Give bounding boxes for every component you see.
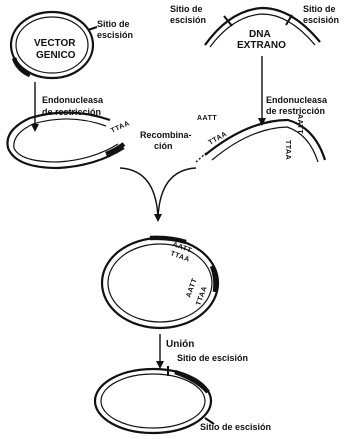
foreign-dna: DNA EXTRANO Sitio de escisión Sitio de e… [170, 4, 339, 51]
vector-cut-site-mark [88, 27, 97, 30]
enzyme-left-line1: Endonucleasa [42, 95, 104, 105]
cut-vector: TTAA [7, 112, 131, 168]
recombination-arrow [120, 168, 196, 222]
vector-cut-site-label-line2: escisión [97, 30, 133, 40]
final-cut-site-bottom-label: Sitio de escisión [200, 422, 271, 432]
recombinant-thick-top [150, 238, 186, 242]
cut-vector-end-label: TTAA [110, 120, 131, 135]
foreign-cut-right-label-line1: Sitio de [303, 4, 336, 14]
final-cut-site-top-label: Sitio de escisión [177, 353, 248, 363]
recombination-label-line2: ción [154, 141, 173, 151]
foreign-dna-label-line1: DNA [249, 29, 271, 40]
recombinant-junction-right-b: TTAA [195, 285, 208, 306]
vector-label-line2: GENICO [36, 50, 76, 61]
fragment-right-top-label: AATT [296, 114, 303, 134]
foreign-cut-left-label-line1: Sitio de [170, 4, 203, 14]
cut-vector-outer [7, 112, 124, 168]
fragment-right-bottom-label: TTAA [284, 140, 291, 160]
enzyme-right-line1: Endonucleasa [266, 95, 328, 105]
foreign-cut-left-mark [224, 16, 232, 26]
final-thick-segment [175, 372, 208, 392]
recombinant-plasmid: AATT TTAA AATT TTAA [102, 238, 218, 328]
vector-label-line1: VECTOR [34, 38, 76, 49]
recombinant-ring-outer [102, 238, 218, 328]
recombinant-thick-right [212, 266, 216, 292]
ligation-label: Unión [166, 339, 194, 350]
final-plasmid: Sitio de escisión Sitio de escisión [95, 353, 271, 433]
vector-cut-site-label-line1: Sitio de [97, 19, 130, 29]
fragment-left-top-label: AATT [197, 115, 217, 122]
enzyme-arrow-right [258, 56, 266, 126]
vector-plasmid: VECTOR GENICO Sitio de escisión [11, 12, 133, 78]
cut-vector-inner [14, 119, 118, 162]
final-ring-inner [101, 374, 205, 428]
foreign-cut-left-label-line2: escisión [170, 15, 206, 25]
enzyme-right-line2: de restricción [266, 106, 325, 116]
recombinant-junction-right-a: AATT [185, 277, 199, 299]
foreign-cut-right-label-line2: escisión [303, 15, 339, 25]
ligation-arrow [156, 334, 164, 369]
recombination-label-line1: Recombina- [140, 130, 192, 140]
foreign-dna-label-line2: EXTRANO [237, 40, 286, 51]
